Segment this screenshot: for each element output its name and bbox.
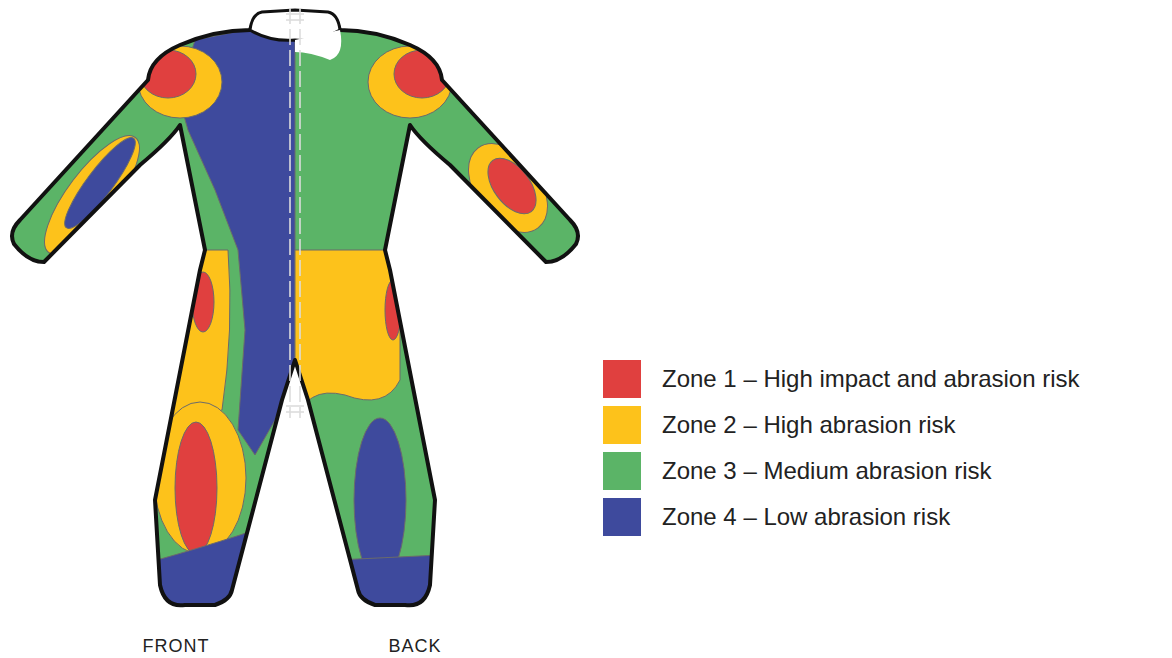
- view-label: BACK: [388, 636, 441, 657]
- legend-swatch: [603, 498, 641, 536]
- view-label: FRONT: [143, 636, 210, 657]
- legend-text: Zone 1 – High impact and abrasion risk: [662, 365, 1080, 393]
- legend-text: Zone 2 – High abrasion risk: [662, 411, 955, 439]
- legend-text: Zone 3 – Medium abrasion risk: [662, 457, 991, 485]
- legend-row: Zone 2 – High abrasion risk: [603, 406, 955, 444]
- legend-swatch: [603, 452, 641, 490]
- suit-illustration: [0, 0, 600, 620]
- legend-text: Zone 4 – Low abrasion risk: [662, 503, 950, 531]
- legend-row: Zone 4 – Low abrasion risk: [603, 498, 950, 536]
- legend-row: Zone 1 – High impact and abrasion risk: [603, 360, 1080, 398]
- legend-swatch: [603, 406, 641, 444]
- legend-row: Zone 3 – Medium abrasion risk: [603, 452, 991, 490]
- legend-swatch: [603, 360, 641, 398]
